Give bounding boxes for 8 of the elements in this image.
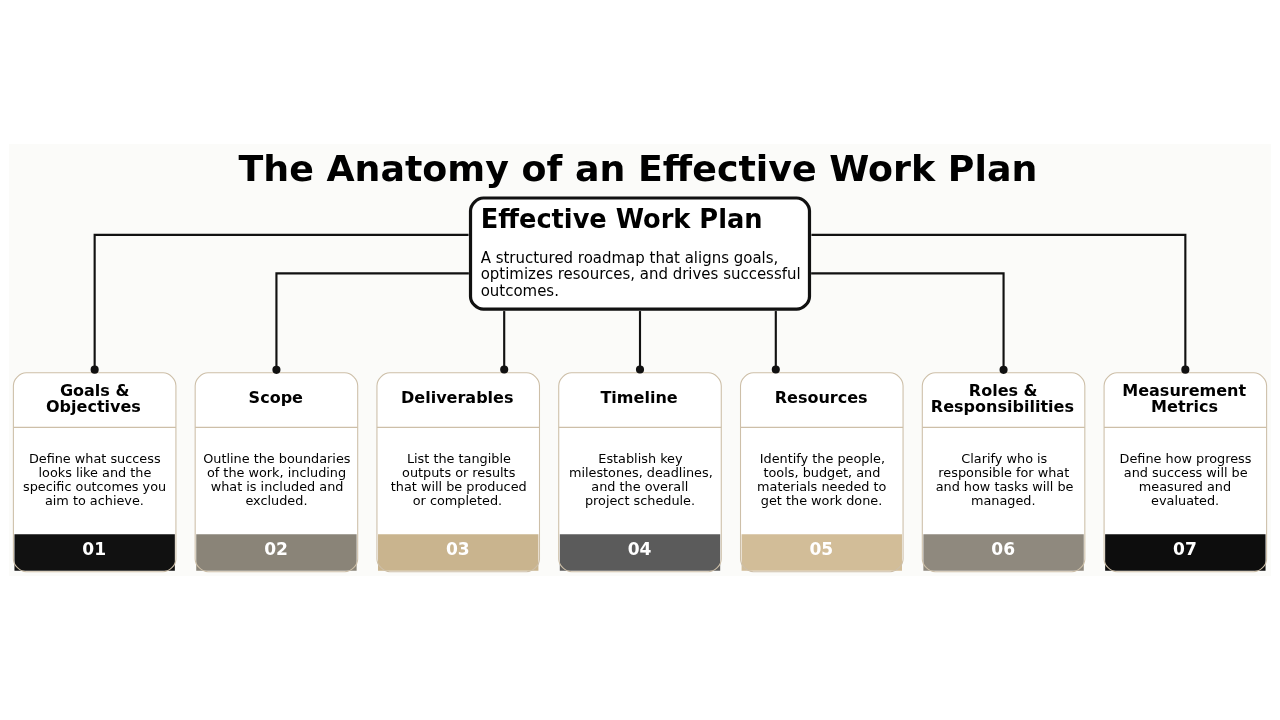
connector [811, 233, 1190, 374]
connector [771, 311, 780, 374]
connector [90, 233, 469, 374]
connector [811, 272, 1008, 374]
diagram-title: The Anatomy of an Effective Work Plan [238, 146, 1038, 190]
connector [635, 311, 645, 374]
connector [500, 311, 509, 374]
connector [272, 272, 469, 374]
